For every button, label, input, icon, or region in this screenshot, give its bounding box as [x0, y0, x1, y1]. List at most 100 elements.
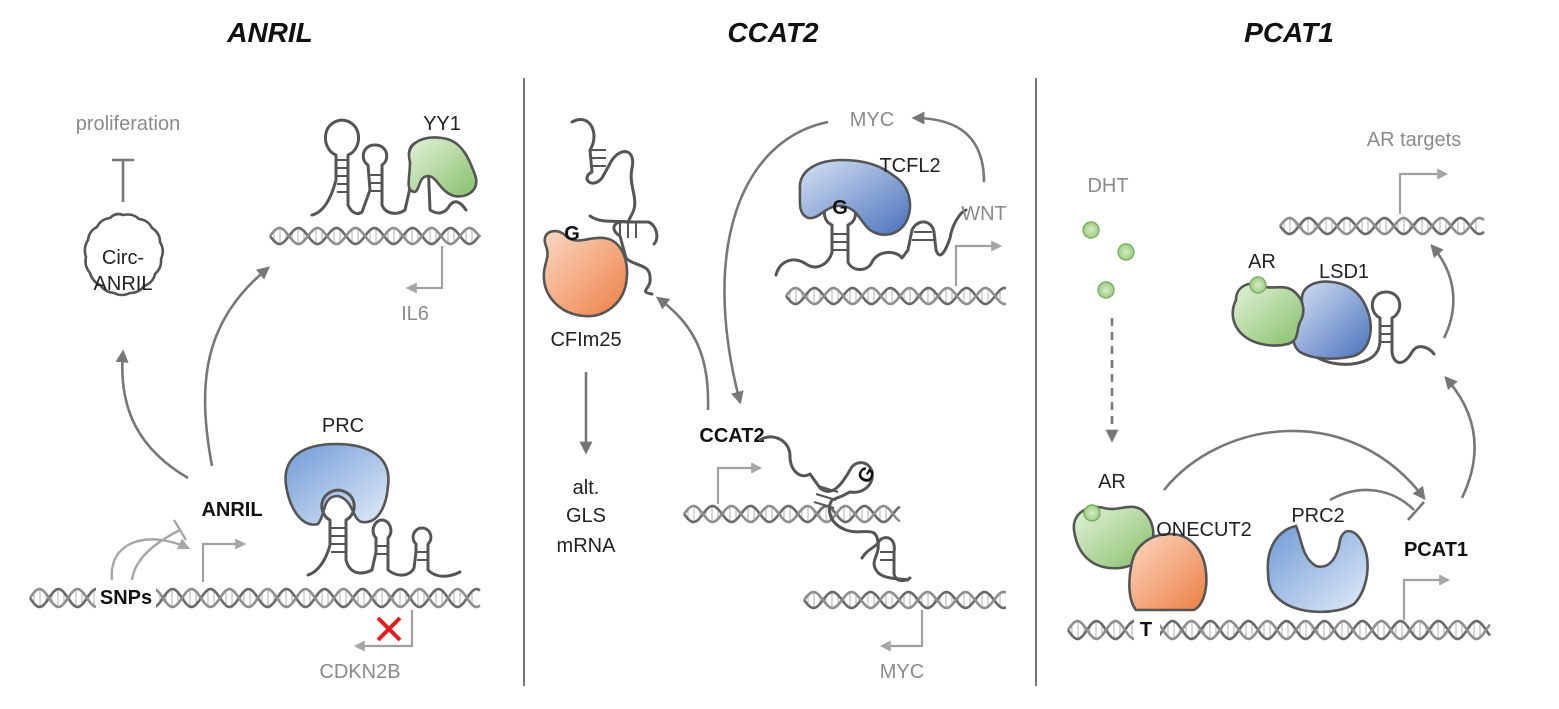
dna-helix-upper	[268, 226, 482, 246]
proliferation-label: proliferation	[76, 113, 181, 135]
ar-targets-label: AR targets	[1367, 129, 1461, 151]
yy1-label: YY1	[423, 113, 461, 135]
pcat1-promoter-arrow	[1402, 574, 1451, 620]
anril-promoter-arrow	[201, 538, 247, 582]
dna-helix-ar-targets	[1278, 216, 1485, 236]
rna-hairpin-ccat2	[860, 536, 912, 583]
alt-label-2: GLS	[566, 505, 606, 527]
onecut2-protein	[1128, 532, 1208, 612]
rna-structure-lower	[306, 488, 462, 578]
il6-promoter-arrow	[405, 246, 444, 294]
rna-rungs-cfim	[590, 149, 637, 238]
prc2-inhibit-curve	[1329, 488, 1415, 511]
wnt-promoter-arrow	[954, 240, 1003, 286]
prc2-protein	[1266, 524, 1369, 614]
rna-structure-cfim	[570, 118, 654, 296]
dht-label: DHT	[1087, 175, 1128, 197]
dna-strand	[682, 504, 901, 524]
ar-protein-upper	[1231, 282, 1305, 347]
circ-anril-label-1: Circ-	[102, 247, 144, 269]
ar-targets-promoter-arrow	[1398, 168, 1449, 214]
arrow-complex-to-ar-targets	[1430, 244, 1455, 339]
arrow-pcat1-to-complex	[1444, 376, 1476, 499]
rna-rungs-lsd1	[1381, 325, 1391, 343]
snps-inhibit-bar	[172, 519, 188, 541]
t-label-bg	[1134, 614, 1160, 642]
g-label-cfim: G	[564, 223, 580, 245]
circ-anril-label-2: ANRIL	[94, 273, 153, 295]
dna-helix-ccat2	[682, 504, 901, 524]
rna-structure-ccat2	[758, 435, 910, 582]
arrow-anril-to-yy1	[203, 266, 271, 467]
ar-label-upper: AR	[1248, 251, 1276, 273]
anril-panel: proliferation Circ- ANRIL YY1 IL6 PRC	[28, 113, 482, 683]
ar-ligand-dot-upper	[1249, 276, 1267, 294]
g-label-ccat2: G	[853, 463, 880, 487]
dht-dot	[1097, 281, 1115, 299]
dna-helix-tcfl2	[784, 286, 1007, 306]
yy1-protein	[407, 136, 478, 198]
arrow-ccat2-to-cfim	[655, 296, 710, 411]
dna-helix-lower-pcat1	[1066, 619, 1492, 641]
cdkn2b-promoter-arrow	[353, 610, 414, 652]
prc-label: PRC	[322, 415, 364, 437]
arrow-anril-to-circ	[115, 349, 189, 480]
panel-title-pcat1: PCAT1	[1244, 17, 1334, 48]
dht-dot	[1082, 221, 1100, 239]
panel-title-ccat2: CCAT2	[727, 17, 819, 48]
rna-rungs-ccat2	[813, 485, 894, 561]
arrow-ar-to-pcat1	[1162, 429, 1426, 501]
g-label-tcfl2: G	[832, 197, 848, 219]
arrow-myc-to-ccat2	[723, 120, 829, 405]
prc-protein	[284, 442, 390, 526]
cfim25-label: CFIm25	[550, 329, 621, 351]
alt-label-1: alt.	[573, 477, 600, 499]
red-x-icon	[376, 616, 402, 642]
tcfl2-protein	[798, 158, 912, 236]
tcfl2-label: TCFL2	[879, 155, 940, 177]
ar-label-lower: AR	[1098, 471, 1126, 493]
alt-label-3: mRNA	[557, 535, 617, 557]
myc-promoter-arrow	[879, 610, 924, 652]
rna-rungs-lower	[331, 527, 427, 561]
myc-top-label: MYC	[850, 109, 894, 131]
dna-strand	[1278, 216, 1485, 236]
dna-strand	[784, 286, 1007, 306]
dna-strand	[802, 590, 1007, 610]
arrow-wnt-to-myc	[911, 111, 986, 183]
rna-rungs-upper	[337, 159, 381, 193]
dna-strand	[682, 504, 901, 524]
cfim25-protein	[542, 229, 629, 318]
snps-label: SNPs	[100, 587, 152, 609]
myc-bottom-label: MYC	[880, 661, 924, 683]
rna-rungs-tcfl2	[833, 231, 934, 251]
ar-protein-lower	[1072, 505, 1155, 570]
wnt-label: WNT	[961, 203, 1007, 225]
pcat1-gene-label: PCAT1	[1404, 539, 1468, 561]
snps-inhibit-curve	[130, 528, 181, 581]
dna-strand	[802, 590, 1007, 610]
dna-strand	[1278, 216, 1485, 236]
ccat2-gene-label: CCAT2	[699, 425, 764, 447]
snps-label-bg	[96, 582, 156, 610]
dna-helix-myc	[802, 590, 1007, 610]
anril-gene-label: ANRIL	[201, 499, 262, 521]
dht-dot	[1117, 243, 1135, 261]
rna-structure-lsd1	[1300, 290, 1436, 366]
dna-strand	[268, 226, 482, 246]
rna-structure-tcfl2	[774, 198, 968, 277]
dna-strand	[268, 226, 482, 246]
t-label: T	[1140, 619, 1152, 641]
lsd1-label: LSD1	[1319, 261, 1369, 283]
onecut2-label: ONECUT2	[1156, 519, 1252, 541]
prc2-label: PRC2	[1291, 505, 1344, 527]
circ-anril-shape	[83, 212, 165, 297]
prc2-inhibit-bar	[1407, 501, 1425, 521]
rna-tail-cfim	[588, 214, 659, 246]
ccat2-promoter-arrow	[716, 462, 763, 504]
rna-structure-upper	[310, 118, 468, 217]
snps-arrow-curve	[110, 538, 191, 581]
ar-ligand-dot-lower	[1083, 504, 1101, 522]
lsd1-protein	[1291, 280, 1372, 360]
